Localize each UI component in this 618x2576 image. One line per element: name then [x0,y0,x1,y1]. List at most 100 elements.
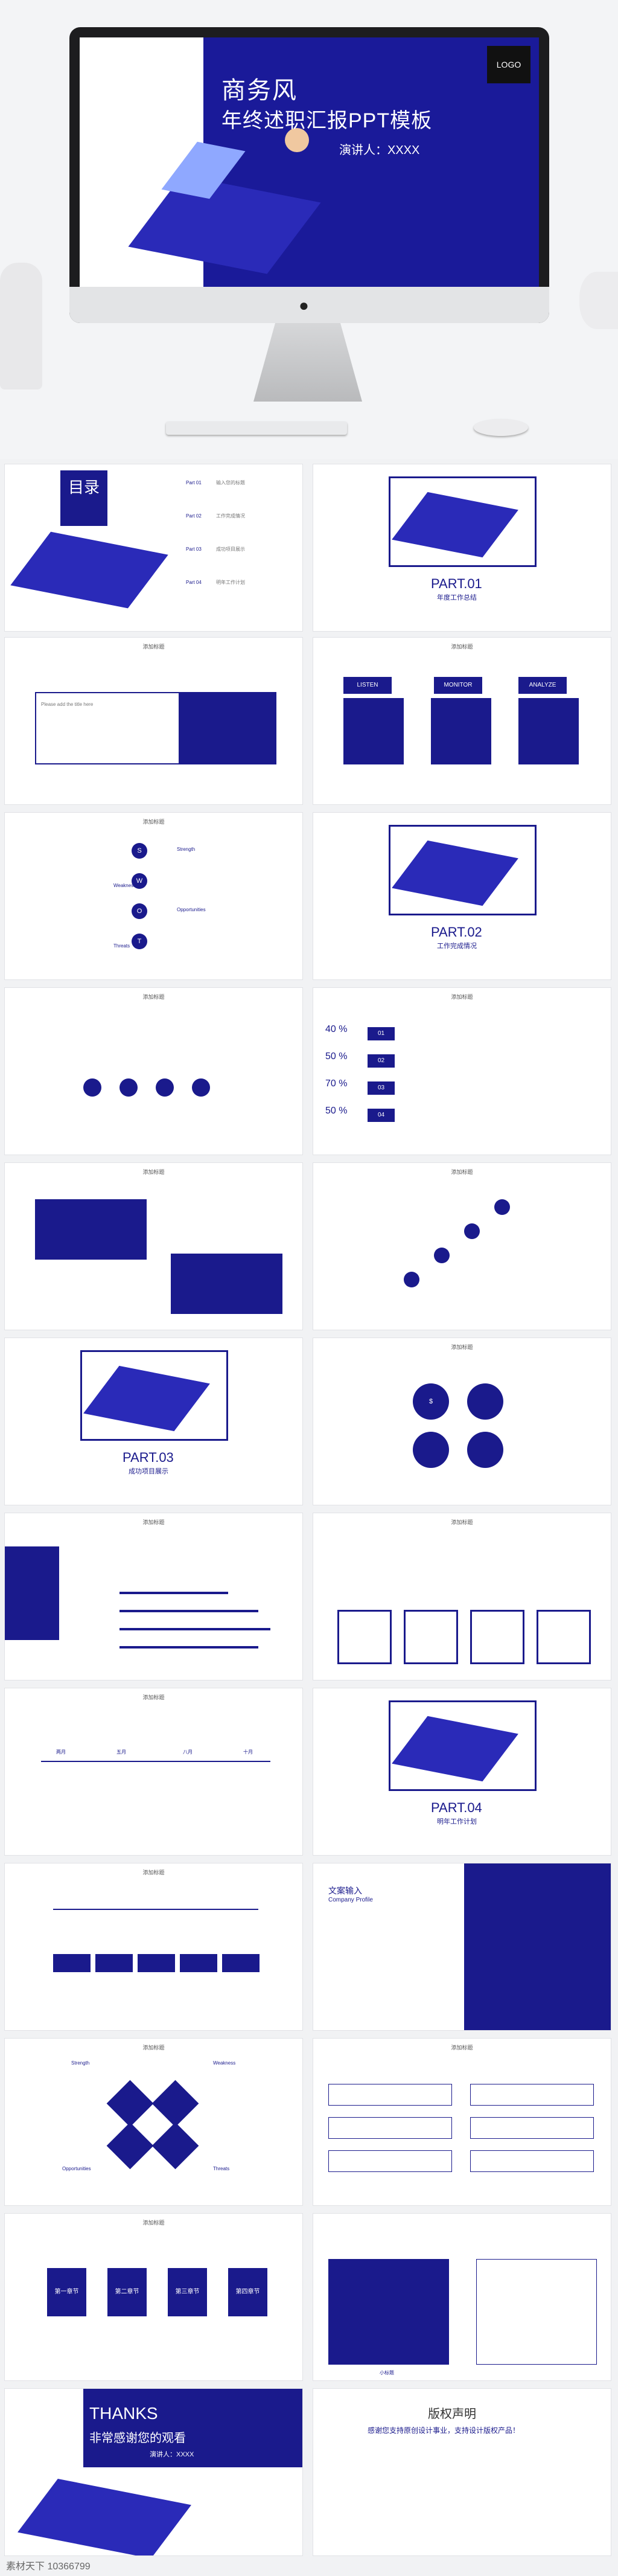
monitor-stand [253,323,362,402]
slide-four-boxes: 添加标题 [313,1513,611,1680]
slide-tabs: 添加标题 LISTEN MONITOR ANALYZE [313,637,611,805]
hero-mockup: LOGO 商务风 年终述职汇报PPT模板 演讲人：XXXX ● [0,0,618,459]
dollar-icon: $ [413,1383,449,1420]
apple-icon: ● [299,296,309,315]
slide-text-block: 添加标题 Please add the title here [4,637,303,805]
step-circle [494,1199,510,1215]
toc-item: 输入您的标题 [216,480,245,485]
num-badge: 03 [368,1081,395,1095]
slide-heading: 添加标题 [451,644,473,650]
slide-copyright: 版权声明 感谢您支持原创设计事业，支持设计版权产品！ [313,2388,611,2556]
flag-icon [467,1432,503,1468]
toc-part: Part 01 [186,480,202,485]
toc-item: 成功项目展示 [216,546,245,552]
chapter-tag: 第三章节 [168,2268,207,2316]
thanks-title: THANKS [89,2404,158,2423]
copyright-title: 版权声明 [428,2408,476,2421]
slide-heading: 添加标题 [142,819,165,825]
profile-subtitle: Company Profile [328,1897,373,1903]
slide-month-timeline: 添加标题 两月 五月 八月 十月 [4,1688,303,1856]
swot-o: O [132,903,147,919]
chapter-tag: 第一章节 [47,2268,86,2316]
tab-analyze[interactable]: ANALYZE [518,677,567,694]
phone-icon [467,1383,503,1420]
num-badge: 01 [368,1027,395,1040]
chapter-tag: 第四章节 [228,2268,267,2316]
slide-heading: 添加标题 [142,2220,165,2226]
swot-label: Strength [71,2060,90,2066]
slide-list-grid: 添加标题 [313,2038,611,2206]
tab-monitor[interactable]: MONITOR [434,677,482,694]
slide-heading: 添加标题 [451,1169,473,1175]
cover-subtitle: 年终述职汇报PPT模板 [221,109,433,132]
month-label: 十月 [243,1749,253,1755]
icon-circle [192,1078,210,1097]
tab-listen[interactable]: LISTEN [343,677,392,694]
step-circle [404,1272,419,1287]
swot-t: T [132,934,147,949]
num-badge: 04 [368,1109,395,1122]
cover-title: 商务风 [221,77,298,104]
slide-heading: 添加标题 [451,994,473,1000]
step-circle [434,1248,450,1263]
slide-thanks: THANKS 非常感谢您的观看 演讲人：XXXX [4,2388,303,2556]
slide-heading: 添加标题 [142,1694,165,1700]
swot-w: W [132,873,147,889]
percent-value: 50 % [325,1051,348,1062]
slide-part02: PART.02 工作完成情况 [313,812,611,980]
step-circle [464,1223,480,1239]
slide-heading: 添加标题 [451,1344,473,1350]
logo: LOGO [487,46,530,83]
icon-circle [119,1078,138,1097]
slide-icon-ring: 添加标题 $ [313,1338,611,1505]
vase-decoration [0,263,42,389]
icon-circle [83,1078,101,1097]
caption: 小标题 [380,2370,394,2376]
slide-photo-text: 小标题 [313,2213,611,2381]
percent-value: 40 % [325,1024,348,1034]
mouse [474,419,528,436]
swot-label: Opportunities [177,907,206,912]
profile-title: 文案输入 [328,1886,362,1895]
toc-item: 明年工作计划 [216,580,245,585]
slide-heading: 添加标题 [142,2045,165,2051]
slide-heading: 添加标题 [451,2045,473,2051]
part-name: 工作完成情况 [437,943,477,950]
watermark: 素材天下 10366799 [6,2562,91,2572]
toc-part: Part 04 [186,580,202,585]
copyright-line: 感谢您支持原创设计事业，支持设计版权产品！ [368,2426,520,2435]
num-badge: 02 [368,1054,395,1068]
part-label: PART.03 [123,1450,174,1465]
swot-label: Threats [113,943,130,949]
swot-label: Threats [213,2166,230,2171]
slide-progress: 添加标题 [4,1513,303,1680]
swot-label: Weakness [213,2060,236,2066]
slide-heading: 添加标题 [142,644,165,650]
slide-heading: 添加标题 [451,1519,473,1525]
toc-part: Part 03 [186,546,202,552]
swot-label: Weakness [113,883,136,888]
slide-percent-list: 添加标题 40 % 50 % 70 % 50 % 01 02 03 04 [313,987,611,1155]
keyboard [166,421,347,435]
swot-label: Strength [177,847,196,852]
slide-steps: 添加标题 [313,1162,611,1330]
slide-toc: 目录 Part 01 输入您的标题 Part 02 工作完成情况 Part 03… [4,464,303,632]
part-label: PART.01 [431,576,482,591]
part-label: PART.02 [431,924,482,940]
toc-title: 目录 [68,478,100,496]
part-label: PART.04 [431,1800,482,1815]
percent-value: 70 % [325,1078,348,1089]
person-head [285,128,309,152]
slide-heading: 添加标题 [142,1169,165,1175]
percent-value: 50 % [325,1106,348,1116]
slide-heading: 添加标题 [142,1519,165,1525]
slide-timeline-icons: 添加标题 [4,987,303,1155]
slide-profile: 文案输入 Company Profile [313,1863,611,2031]
slide-heading: 添加标题 [142,1870,165,1876]
slide-swot-grid: 添加标题 Strength Weakness Opportunities Thr… [4,2038,303,2206]
teapot-decoration [579,272,618,329]
slide-part01: PART.01 年度工作总结 [313,464,611,632]
monitor: LOGO 商务风 年终述职汇报PPT模板 演讲人：XXXX [69,27,549,323]
icon-circle [156,1078,174,1097]
part-name: 年度工作总结 [437,594,477,601]
